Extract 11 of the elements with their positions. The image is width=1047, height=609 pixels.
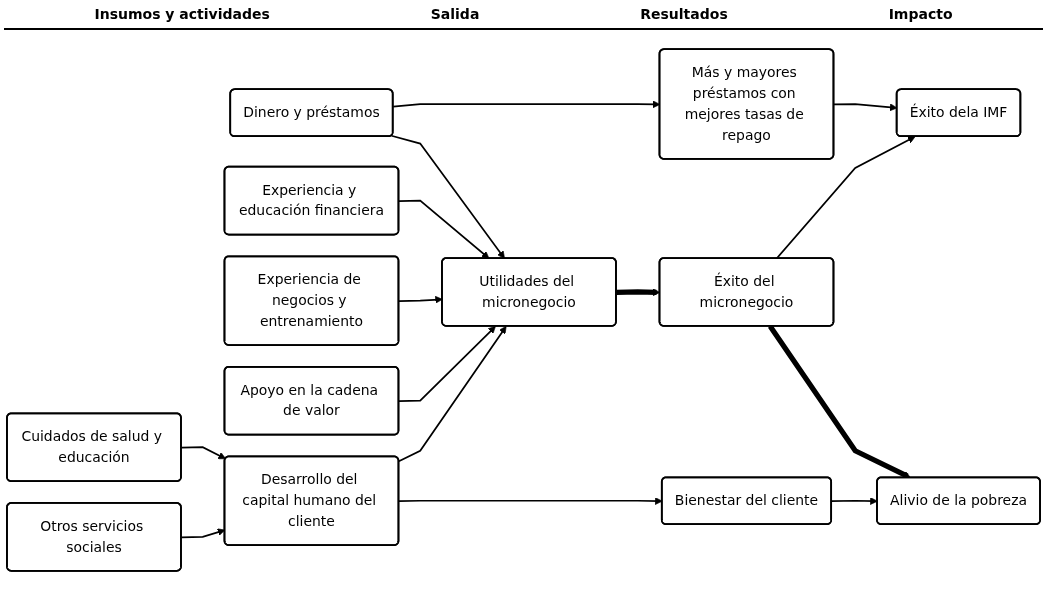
arrow — [390, 134, 505, 259]
arrow — [398, 199, 490, 259]
arrow — [398, 325, 496, 402]
column-heading: Salida — [430, 6, 480, 22]
arrow — [180, 446, 226, 460]
arrow — [775, 136, 916, 260]
column-heading: Impacto — [888, 6, 953, 22]
arrow — [398, 325, 507, 463]
column-heading: Insumos y actividades — [94, 6, 270, 22]
arrow — [768, 324, 911, 479]
column-heading: Resultados — [640, 6, 728, 22]
